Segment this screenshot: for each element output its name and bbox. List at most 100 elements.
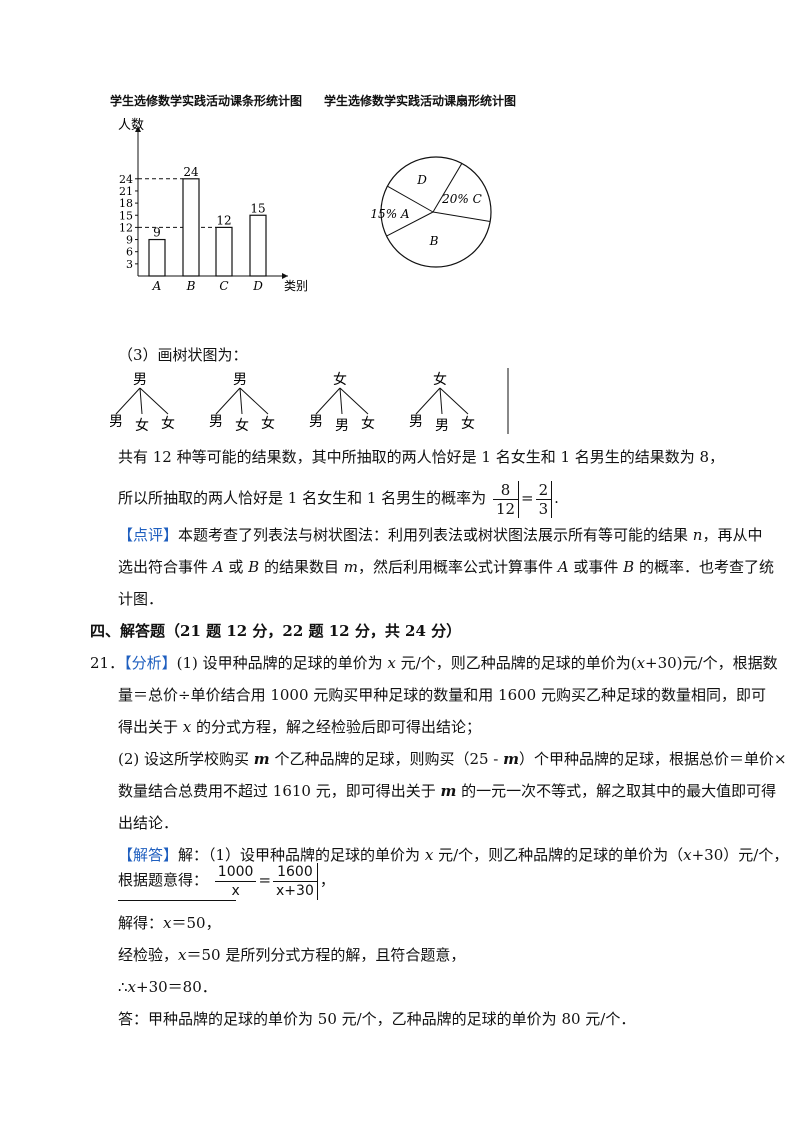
var: x <box>178 946 187 964</box>
var: m <box>253 750 270 768</box>
frac-den: x <box>231 882 240 899</box>
text: (2) 设这所学校购买 <box>118 750 254 768</box>
question-number: 21． <box>90 654 125 672</box>
period: . <box>554 489 559 507</box>
frac-den: x+30 <box>276 882 314 899</box>
var: m <box>503 750 520 768</box>
var: n <box>692 526 703 544</box>
bar-C <box>215 226 233 277</box>
tree-branch <box>439 387 443 415</box>
tree-branch <box>139 387 169 415</box>
y-tick-label: 18 <box>119 197 133 210</box>
tree-leaf: 女 <box>461 415 475 432</box>
var: x <box>424 846 434 864</box>
tree-leaf: 女 <box>361 415 375 432</box>
pie-slice-boundary <box>432 163 463 213</box>
tree-leaf: 女 <box>135 417 149 434</box>
tree-leaf: 男 <box>335 418 349 434</box>
var: m <box>440 782 457 800</box>
pie-chart-title: 学生选修数学实践活动课扇形统计图 <box>324 94 517 108</box>
var: m <box>343 558 358 576</box>
text: 数量结合总费用不超过 1610 元，即可得出关于 <box>118 782 441 800</box>
q21-solve-line: 解得：x＝50， <box>118 912 221 934</box>
var: B <box>248 558 260 576</box>
tree-branch <box>139 387 143 415</box>
text: ，再从中 <box>702 526 763 544</box>
bar-chart-xlabel: 类别 <box>284 279 308 293</box>
y-tick-label: 24 <box>119 173 133 186</box>
fraction-2-3: 2 3 <box>535 480 553 518</box>
pie-slice-boundary <box>386 211 434 237</box>
text: 的一元一次不等式，解之取其中的最大值即可得 <box>456 782 777 800</box>
bar-B <box>182 178 200 277</box>
tree-leaf: 男 <box>309 414 323 430</box>
fraction-8-12: 8 12 <box>492 480 520 518</box>
frac-den: 3 <box>538 499 549 518</box>
equals-sign: = <box>521 489 534 507</box>
text: 或事件 <box>568 558 624 576</box>
text: 的概率．也考查了统 <box>634 558 774 576</box>
text: 解得： <box>118 914 164 932</box>
tree-branch <box>239 387 243 415</box>
probability-line: 所以所抽取的两人恰好是 1 名女生和 1 名男生的概率为 8 12 = 2 3 … <box>118 478 559 518</box>
q21-analysis-line-1: 21．【分析】(1) 设甲种品牌的足球的单价为 x 元/个，则乙种品牌的足球的单… <box>90 652 778 674</box>
text: 元/个，则乙种品牌的足球的单价为（ <box>433 846 684 864</box>
bar-A <box>148 238 166 277</box>
text: 或 <box>223 558 249 576</box>
frac-den: 12 <box>495 499 516 518</box>
tree-branch <box>339 387 369 415</box>
q21-final-answer: 答：甲种品牌的足球的单价为 50 元/个，乙种品牌的足球的单价为 80 元/个． <box>118 1010 636 1028</box>
x-tick-label: A <box>152 279 162 293</box>
q21-equation-line: 根据题意得： 1000 x = 1600 x+30 ， <box>118 860 335 900</box>
var: x <box>387 654 396 672</box>
text: 的结果数目 <box>259 558 344 576</box>
section-4-heading: 四、解答题（21 题 12 分，22 题 12 分，共 24 分） <box>90 622 462 640</box>
q21-analysis-line-4: (2) 设这所学校购买 m 个乙种品牌的足球，则购买（25 - m）个甲种品牌的… <box>118 748 787 770</box>
y-tick-label: 3 <box>126 258 133 271</box>
comment-line-3: 计图． <box>118 590 164 608</box>
frac-num: 1600 <box>273 863 317 882</box>
q21-analysis-line-6: 出结论． <box>118 814 179 832</box>
fraction-1600-x30: 1600 x+30 <box>273 862 318 900</box>
var: x <box>683 846 692 864</box>
analysis-tag: 【分析】 <box>124 654 177 672</box>
bar-chart-ylabel: 人数 <box>118 118 144 133</box>
var: x <box>127 978 137 996</box>
pie-slice-label: B <box>429 234 439 248</box>
pie-slice-label: 20% C <box>441 192 482 206</box>
text: 本题考查了列表法与树状图法：利用列表法或树状图法展示所有等可能的结果 <box>178 526 693 544</box>
y-tick-label: 12 <box>119 221 133 234</box>
x-tick-label: D <box>252 279 263 293</box>
y-axis-arrow <box>135 126 141 132</box>
tree-leaf: 女 <box>235 417 249 434</box>
equals-sign: = <box>258 871 272 889</box>
pie-slice-boundary <box>387 185 434 213</box>
probability-prefix: 所以所抽取的两人恰好是 1 名女生和 1 名男生的概率为 <box>118 489 487 507</box>
tree-branch <box>339 387 343 415</box>
pie-slice-label: D <box>416 173 427 187</box>
pie-slice-boundary <box>432 211 491 223</box>
q21-analysis-line-3: 得出关于 x 的分式方程，解之经检验后即可得出结论； <box>118 716 481 738</box>
bar-value-label: 12 <box>216 213 231 227</box>
text: 的分式方程，解之经检验后即可得出结论； <box>191 718 482 736</box>
tree-branch <box>115 387 141 415</box>
y-tick-label: 21 <box>119 185 133 198</box>
text: ∴ <box>118 978 128 996</box>
tree-leaf: 男 <box>435 418 449 434</box>
text: ）个甲种品牌的足球，根据总价＝单价× <box>519 750 787 768</box>
x-tick-label: B <box>186 279 196 293</box>
var: A <box>557 558 569 576</box>
text: ，然后利用概率公式计算事件 <box>357 558 558 576</box>
result-count-line: 共有 12 种等可能的结果数，其中所抽取的两人恰好是 1 名女生和 1 名男生的… <box>118 448 725 466</box>
tree-root: 男 <box>233 372 247 388</box>
equation-underline <box>118 900 236 901</box>
bar-D <box>249 214 267 277</box>
tree-leaf: 男 <box>209 414 223 430</box>
frac-num: 2 <box>535 481 552 500</box>
tree-leaf: 女 <box>161 415 175 432</box>
text: 元/个，则乙种品牌的足球的单价为( <box>395 654 637 672</box>
q21-check-line: 经检验，x＝50 是所列分式方程的解，且符合题意， <box>118 944 465 966</box>
y-tick-label: 6 <box>126 246 133 259</box>
tree-root: 男 <box>133 372 147 388</box>
